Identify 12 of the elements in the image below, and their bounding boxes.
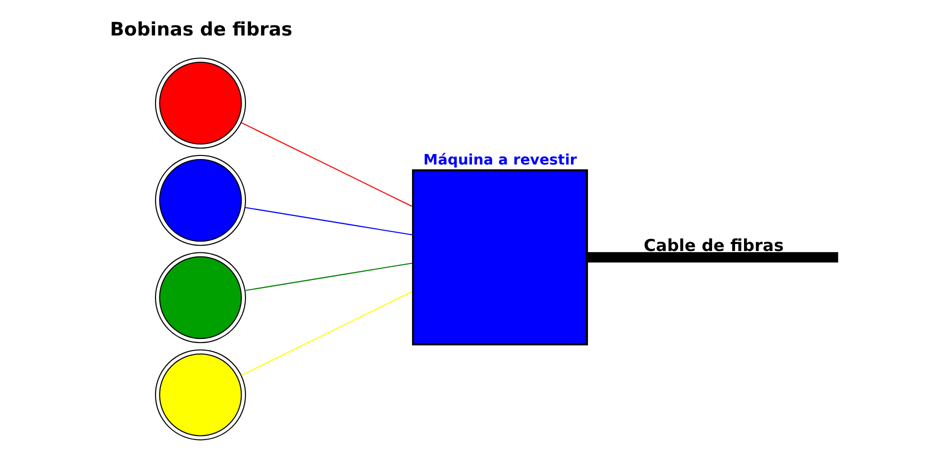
edge-label: Cable de fibras (643, 235, 784, 254)
connector (244, 206, 412, 235)
node-circle (154, 154, 246, 246)
label: Bobinas de fibras (109, 18, 292, 40)
connector (240, 290, 412, 376)
connector (240, 122, 412, 206)
node-circle (154, 57, 246, 148)
node-circle (154, 252, 246, 343)
connector (587, 252, 838, 262)
node-label: Máquina a revestir (422, 152, 576, 168)
connector (244, 262, 412, 291)
node-circle (154, 348, 246, 440)
